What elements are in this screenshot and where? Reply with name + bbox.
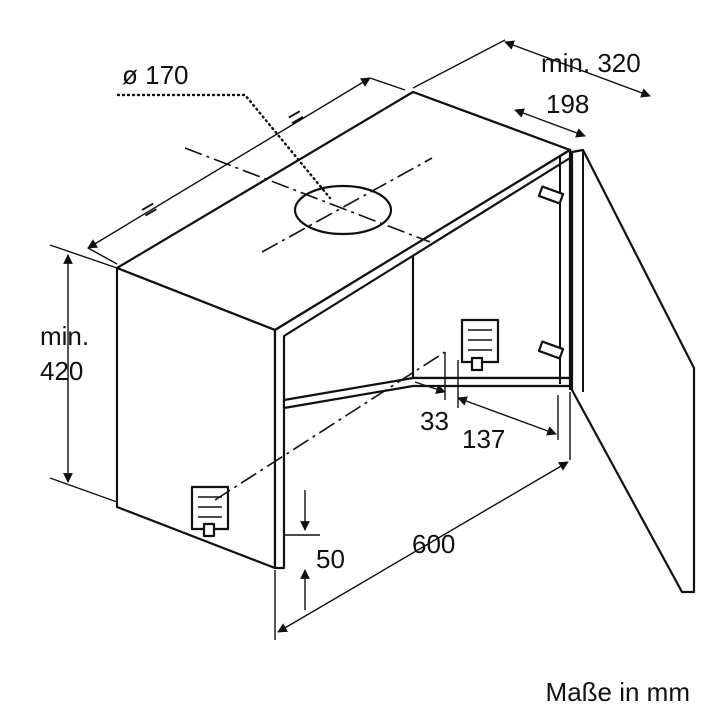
cabinet-door bbox=[570, 148, 696, 594]
width-dim-line bbox=[277, 461, 569, 633]
bracket-axis bbox=[214, 351, 446, 501]
equal-dim-ext-2 bbox=[369, 77, 406, 91]
dim33-arrow bbox=[414, 381, 446, 394]
label-min-depth: min. 320 bbox=[541, 48, 641, 78]
label-min-height-2: 420 bbox=[40, 356, 83, 386]
label-width-600: 600 bbox=[412, 529, 455, 559]
duct-opening bbox=[293, 184, 393, 236]
height-ext-bottom bbox=[49, 477, 118, 503]
depth-dim-line bbox=[504, 40, 651, 98]
label-offset-33: 33 bbox=[420, 406, 449, 436]
depth198-dim-line bbox=[514, 108, 586, 138]
height-ext-top bbox=[49, 244, 118, 269]
label-equal-left: = bbox=[135, 192, 163, 226]
label-offset-137: 137 bbox=[462, 424, 505, 454]
depth-ext-1 bbox=[412, 39, 506, 89]
equal-dim-line bbox=[87, 77, 371, 249]
dim137-line bbox=[457, 396, 557, 436]
cabinet-front-frame-bottom bbox=[282, 376, 572, 410]
bracket-left bbox=[190, 485, 230, 538]
units-caption: Maße in mm bbox=[545, 677, 690, 707]
cabinet bbox=[115, 90, 696, 594]
equal-dim-ext-1 bbox=[87, 247, 118, 265]
label-bottom-50: 50 bbox=[316, 544, 345, 574]
label-min-height-1: min. bbox=[40, 321, 89, 351]
bracket-right bbox=[460, 318, 500, 372]
label-depth-198: 198 bbox=[546, 89, 589, 119]
label-duct-diameter: ø 170 bbox=[122, 60, 189, 90]
dimensions bbox=[49, 39, 651, 640]
